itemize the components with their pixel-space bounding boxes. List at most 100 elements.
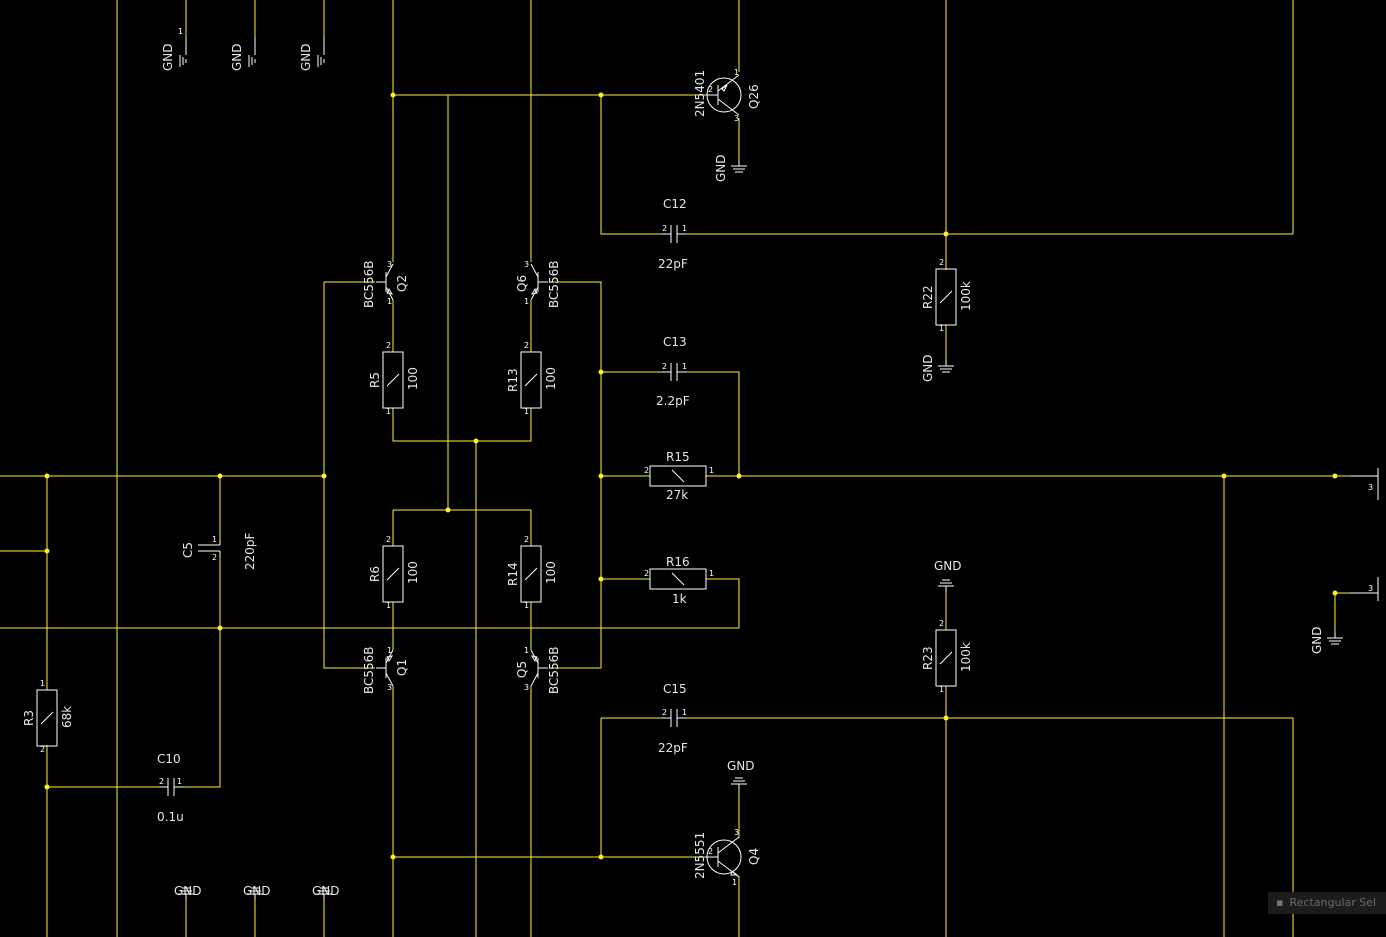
c5-designator: C5 bbox=[181, 542, 195, 558]
svg-text:3: 3 bbox=[387, 683, 392, 692]
q4-value: 2N5551 bbox=[693, 832, 707, 879]
svg-text:1: 1 bbox=[387, 646, 392, 655]
resistor-r13[interactable]: 2 1 R13 100 bbox=[506, 341, 558, 416]
transistor-q2[interactable]: 3 1 BC556B Q2 bbox=[362, 260, 409, 308]
resistor-r15[interactable]: 2 1 R15 27k bbox=[644, 450, 714, 502]
svg-text:2: 2 bbox=[159, 777, 164, 786]
svg-text:3: 3 bbox=[1368, 584, 1373, 593]
selection-tooltip-text: Rectangular Sel bbox=[1289, 896, 1377, 909]
gnd-symbol-top-2[interactable]: GND bbox=[230, 37, 256, 71]
selection-tooltip: ▪ Rectangular Sel bbox=[1268, 892, 1386, 914]
svg-text:1: 1 bbox=[386, 601, 391, 610]
capacitor-c13[interactable]: 2 1 C13 2.2pF bbox=[656, 335, 690, 408]
q1-designator: Q1 bbox=[395, 659, 409, 676]
svg-text:1: 1 bbox=[682, 708, 687, 717]
resistor-r22[interactable]: 2 1 R22 100k bbox=[921, 258, 973, 333]
svg-text:2: 2 bbox=[708, 85, 713, 94]
c15-value: 22pF bbox=[658, 741, 688, 755]
q1-value: BC556B bbox=[362, 646, 376, 694]
svg-text:1: 1 bbox=[177, 777, 182, 786]
svg-text:3: 3 bbox=[524, 683, 529, 692]
transistor-q26[interactable]: 1 3 2 2N5401 Q26 bbox=[693, 68, 761, 123]
capacitor-c10[interactable]: 2 1 C10 0.1u bbox=[157, 752, 184, 824]
resistor-r6[interactable]: 2 1 R6 100 bbox=[368, 535, 420, 610]
gnd-symbol-top-1[interactable]: 1 GND bbox=[161, 27, 187, 71]
svg-text:2: 2 bbox=[644, 569, 649, 578]
gnd-symbol-bottom-2[interactable]: GND bbox=[243, 884, 271, 900]
svg-text:3: 3 bbox=[734, 828, 739, 837]
gnd-symbol-r22[interactable]: GND bbox=[921, 354, 954, 382]
connector-right-bottom[interactable]: 3 bbox=[1350, 577, 1379, 601]
gnd-label: GND bbox=[230, 43, 244, 71]
svg-text:1: 1 bbox=[682, 224, 687, 233]
gnd-symbol-bottom-3[interactable]: GND bbox=[312, 884, 340, 900]
resistor-r5[interactable]: 2 1 R5 100 bbox=[368, 341, 420, 416]
svg-text:2: 2 bbox=[386, 535, 391, 544]
r13-designator: R13 bbox=[506, 368, 520, 392]
q6-designator: Q6 bbox=[515, 275, 529, 292]
capacitor-c15[interactable]: 2 1 C15 22pF bbox=[658, 682, 688, 755]
r22-value: 100k bbox=[959, 281, 973, 311]
resistor-r3[interactable]: 1 2 R3 68k bbox=[22, 679, 74, 754]
r3-value: 68k bbox=[60, 706, 74, 728]
gnd-label: GND bbox=[299, 43, 313, 71]
resistor-r16[interactable]: 2 1 R16 1k bbox=[644, 555, 714, 606]
r6-designator: R6 bbox=[368, 566, 382, 582]
svg-text:1: 1 bbox=[524, 297, 529, 306]
gnd-label: GND bbox=[243, 884, 271, 898]
svg-text:1: 1 bbox=[939, 685, 944, 694]
gnd-label: GND bbox=[312, 884, 340, 898]
svg-text:1: 1 bbox=[734, 68, 739, 77]
gnd-label: GND bbox=[174, 884, 202, 898]
svg-text:2: 2 bbox=[708, 847, 713, 856]
c10-value: 0.1u bbox=[157, 810, 184, 824]
svg-text:1: 1 bbox=[682, 362, 687, 371]
gnd-symbol-right[interactable]: GND bbox=[1310, 626, 1343, 654]
q5-value: BC556B bbox=[547, 646, 561, 694]
svg-text:1: 1 bbox=[178, 27, 183, 36]
r15-designator: R15 bbox=[666, 450, 690, 464]
r23-designator: R23 bbox=[921, 646, 935, 670]
capacitor-c5[interactable]: 1 2 C5 220pF bbox=[181, 532, 257, 570]
q26-value: 2N5401 bbox=[693, 70, 707, 117]
r23-value: 100k bbox=[959, 642, 973, 672]
gnd-symbol-r23[interactable]: GND bbox=[934, 559, 962, 592]
q26-designator: Q26 bbox=[747, 84, 761, 109]
c13-designator: C13 bbox=[663, 335, 687, 349]
resistor-r14[interactable]: 2 1 R14 100 bbox=[506, 535, 558, 610]
r13-value: 100 bbox=[544, 367, 558, 390]
c5-value: 220pF bbox=[243, 532, 257, 570]
svg-text:2: 2 bbox=[662, 224, 667, 233]
gnd-symbol-q26[interactable]: GND bbox=[714, 154, 747, 182]
c15-designator: C15 bbox=[663, 682, 687, 696]
svg-text:3: 3 bbox=[387, 260, 392, 269]
q2-value: BC556B bbox=[362, 260, 376, 308]
gnd-symbol-bottom-1[interactable]: GND bbox=[174, 884, 202, 900]
transistor-q5[interactable]: 1 3 Q5 BC556B bbox=[515, 646, 561, 694]
r16-value: 1k bbox=[672, 592, 687, 606]
svg-text:1: 1 bbox=[524, 646, 529, 655]
svg-text:2: 2 bbox=[644, 466, 649, 475]
capacitor-c12[interactable]: 2 1 C12 22pF bbox=[658, 197, 688, 271]
svg-text:2: 2 bbox=[40, 745, 45, 754]
svg-text:2: 2 bbox=[662, 362, 667, 371]
connector-right-top[interactable]: 3 bbox=[1350, 468, 1379, 500]
svg-text:2: 2 bbox=[939, 258, 944, 267]
c13-value: 2.2pF bbox=[656, 394, 690, 408]
gnd-label: GND bbox=[727, 759, 755, 773]
gnd-symbol-q4[interactable]: GND bbox=[727, 759, 755, 790]
r14-value: 100 bbox=[544, 561, 558, 584]
transistor-q1[interactable]: 1 3 BC556B Q1 bbox=[362, 646, 409, 694]
c10-designator: C10 bbox=[157, 752, 181, 766]
r3-designator: R3 bbox=[22, 710, 36, 726]
svg-text:2: 2 bbox=[939, 619, 944, 628]
r22-designator: R22 bbox=[921, 285, 935, 309]
svg-text:3: 3 bbox=[524, 260, 529, 269]
resistor-r23[interactable]: 2 1 R23 100k bbox=[921, 619, 973, 694]
svg-text:1: 1 bbox=[387, 297, 392, 306]
transistor-q4[interactable]: 3 1 2 2N5551 Q4 bbox=[693, 828, 761, 887]
transistor-q6[interactable]: 3 1 Q6 BC556B bbox=[515, 260, 561, 308]
svg-text:1: 1 bbox=[939, 324, 944, 333]
gnd-symbol-top-3[interactable]: GND bbox=[299, 37, 325, 71]
